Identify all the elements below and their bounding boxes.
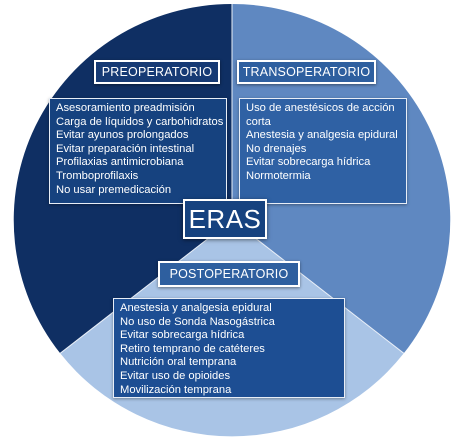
preoperative-item: Profilaxias antimicrobiana <box>56 156 184 169</box>
preoperative-item: Carga de líquidos y carbohidratos <box>56 115 224 128</box>
transoperative-item: Anestesia y analgesia epidural <box>246 129 398 142</box>
preoperative-item: No usar premedicación <box>56 183 172 196</box>
transoperative-items-box: Uso de anestésicos de acción corta Anest… <box>239 98 407 204</box>
preoperative-item: Evitar ayunos prolongados <box>56 129 189 142</box>
postoperative-item: Evitar sobrecarga hídrica <box>120 329 245 342</box>
transoperative-title-text: TRANSOPERATORIO <box>239 62 374 82</box>
separator-right <box>231 219 405 354</box>
postoperative-item: No uso de Sonda Nasogástrica <box>120 315 275 328</box>
eras-center-label: ERAS <box>183 199 267 239</box>
transoperative-items-list: Uso de anestésicos de acción corta Anest… <box>246 102 400 184</box>
postoperative-item: Anestesia y analgesia epidural <box>120 302 272 314</box>
postoperative-item: Nutrición oral temprana <box>120 356 237 369</box>
preoperative-title-text: PREOPERATORIO <box>96 62 218 82</box>
preoperative-items-list: Asesoramiento preadmisión Carga de líqui… <box>56 102 224 197</box>
separator-left <box>59 219 233 354</box>
postoperative-title: POSTOPERATORIO <box>158 261 300 287</box>
preoperative-title: PREOPERATORIO <box>94 60 220 84</box>
preoperative-item: Evitar preparación intestinal <box>56 142 195 155</box>
preoperative-item: Asesoramiento preadmisión <box>56 102 195 114</box>
eras-center-text: ERAS <box>185 201 265 237</box>
transoperative-title: TRANSOPERATORIO <box>237 60 376 84</box>
transoperative-item: Evitar sobrecarga hídrica <box>246 156 371 169</box>
preoperative-items-box: Asesoramiento preadmisión Carga de líqui… <box>49 98 227 204</box>
postoperative-items-list: Anestesia y analgesia epidural No uso de… <box>120 302 338 397</box>
postoperative-item: Movilización temprana <box>120 383 232 396</box>
postoperative-item: Retiro temprano de catéteres <box>120 342 265 355</box>
postoperative-items-box: Anestesia y analgesia epidural No uso de… <box>113 298 345 398</box>
transoperative-item: No drenajes <box>246 142 307 155</box>
transoperative-item: Uso de anestésicos de acción corta <box>246 102 395 128</box>
transoperative-item: Normotermia <box>246 169 311 182</box>
postoperative-title-text: POSTOPERATORIO <box>160 263 298 285</box>
postoperative-item: Evitar uso de opioides <box>120 369 231 382</box>
preoperative-item: Tromboprofilaxis <box>56 169 139 182</box>
